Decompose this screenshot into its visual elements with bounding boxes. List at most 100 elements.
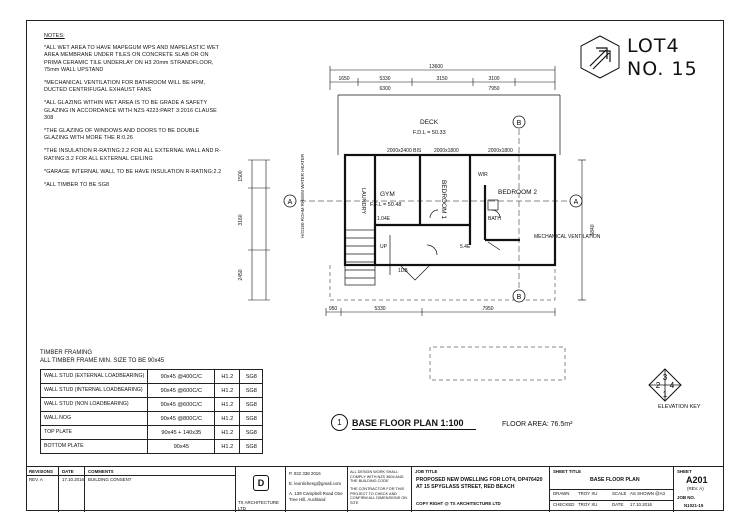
scale-value: AS SHOWN @A3 xyxy=(630,491,665,496)
disclaimer-text: THE CONTRACTOR FOR THIS PROJECT TO CHECK… xyxy=(350,487,408,505)
company-name: TX ARCHITECTURE LTD xyxy=(238,500,279,511)
disclaimer-text: ALL DESIGN WORK SHALL COMPLY WITH NZS 36… xyxy=(350,470,404,484)
ekey-number: 3 xyxy=(663,373,668,382)
dimension-label: 1500 xyxy=(238,170,244,181)
table-cell: H1.2 xyxy=(214,425,241,440)
table-cell: WALL STUD (NON LOADBEARING) xyxy=(39,397,149,412)
table-cell: 90x45 @600C/C xyxy=(147,397,216,412)
table-cell: 90x45 + 140x35 xyxy=(147,425,216,440)
grid-marker-b-top xyxy=(512,115,526,129)
table-cell: 90x45 @600C/C xyxy=(147,383,216,398)
dimension-label: 3100 xyxy=(488,76,499,82)
contact-email: E. leonlicheng@gmail.com xyxy=(289,481,342,486)
dimension-label: 5330 xyxy=(374,306,385,312)
rev-cell: REV. A xyxy=(29,477,43,482)
gym-label: GYM xyxy=(380,191,395,198)
copyright-text: COPY RIGHT @ TX ARCHITECTURE LTD xyxy=(416,501,501,506)
table-cell: BOTTOM PLATE xyxy=(39,439,149,454)
bedroom-2-label: BEDROOM 2 xyxy=(498,189,537,196)
notes-block: NOTES: *ALL WET AREA TO HAVE MAPEGUM WPS… xyxy=(44,33,224,195)
grid-marker-label: A xyxy=(288,199,293,206)
job-title-label: JOB TITLE xyxy=(415,469,438,474)
table-cell: H1.2 xyxy=(214,439,241,454)
sheet-number-cell: SHEET A201 (REV. A) JOB NO. N1021-15 xyxy=(674,467,724,512)
window-label: 2000x1800 xyxy=(434,148,459,154)
table-cell: SG8 xyxy=(239,425,264,440)
grid-marker-label: A xyxy=(574,199,579,206)
sheet-title: BASE FLOOR PLAN xyxy=(590,477,640,483)
grid-marker-label: B xyxy=(517,294,522,301)
note-item: *ALL TIMBER TO BE SG8 xyxy=(44,182,110,189)
job-number: N1021-15 xyxy=(684,503,704,508)
deck-level-label: F.D.L = 50.33 xyxy=(413,130,446,136)
street-number: NO. 15 xyxy=(627,58,698,80)
checked-value: TROY XU xyxy=(578,502,598,507)
plan-title-underline xyxy=(352,429,476,430)
contact-address: A. 139 Campbell Road One Tree Hill, Auck… xyxy=(289,491,343,502)
ekey-number: 1 xyxy=(663,390,668,399)
plan-title: BASE FLOOR PLAN 1:100 xyxy=(352,418,464,428)
note-item: *THE INSULATION R-RATING:2.2 FOR ALL EXT… xyxy=(44,148,221,162)
grid-marker-a-right xyxy=(569,194,583,208)
drawing-border xyxy=(26,20,724,511)
timber-framing-title: TIMBER FRAMING ALL TIMBER FRAME MIN. SIZ… xyxy=(40,349,164,365)
sheet-title-label: SHEET TITLE xyxy=(553,469,582,474)
dimension-label: 3160 xyxy=(238,214,244,225)
drawn-value: TROY XU xyxy=(578,491,598,496)
note-item: *ALL GLAZING WITHIN WET AREA IS TO BE GR… xyxy=(44,100,217,121)
timber-framing-heading: TIMBER FRAMING xyxy=(40,350,92,356)
window-label: 2000x1800 xyxy=(488,148,513,154)
table-cell: SG8 xyxy=(239,397,264,412)
dimension-label: 5840 xyxy=(590,224,596,235)
lot-number: LOT4 xyxy=(627,35,680,57)
dimension-label: 950 xyxy=(329,306,338,312)
table-cell: WALL STUD (EXTERNAL LOADBEARING) xyxy=(39,369,149,384)
misc-label: 1DB xyxy=(398,268,408,274)
checked-label: CHECKED xyxy=(553,502,575,507)
dimension-label: 6300 xyxy=(379,86,390,92)
dimension-label: 13600 xyxy=(429,64,443,70)
stair-up-label: UP xyxy=(380,244,388,250)
table-row: WALL STUD (INTERNAL LOADBEARING)90x45 @6… xyxy=(39,383,264,398)
misc-label: 5.4E xyxy=(460,244,471,250)
sheet-label: SHEET xyxy=(677,469,692,474)
table-cell: 90x45 @800C/C xyxy=(147,411,216,426)
table-row: WALL STUD (NON LOADBEARING)90x45 @600C/C… xyxy=(39,397,264,412)
table-cell: SG8 xyxy=(239,439,264,454)
note-item: *MECHANICAL VENTILATION FOR BATHROOM WIL… xyxy=(44,80,206,94)
foundation-outline xyxy=(329,265,556,301)
window-label: 2000x2400 BIS xyxy=(387,148,422,154)
grid-marker-b-bottom xyxy=(512,289,526,303)
rev-cell: 17.10.2016 xyxy=(62,477,84,482)
table-cell: TOP PLATE xyxy=(39,425,149,440)
table-cell: SG8 xyxy=(239,411,264,426)
table-cell: H1.2 xyxy=(214,411,241,426)
north-arrow-icon xyxy=(580,35,620,79)
mech-ventilation-label: MECHANICAL VENTILATION xyxy=(534,234,601,240)
misc-label: 1.04E xyxy=(377,216,391,222)
rev-header: REVISIONS xyxy=(29,469,53,474)
table-cell: WALL NOG xyxy=(39,411,149,426)
dimension-label: 3150 xyxy=(436,76,447,82)
rev-header: COMMENTS xyxy=(88,469,114,474)
table-row: WALL STUD (EXTERNAL LOADBEARING)90x45 @4… xyxy=(39,369,264,384)
dimension-label: 7950 xyxy=(488,86,499,92)
ekey-number: 4 xyxy=(670,381,675,390)
rev-cell: BUILDING CONSENT xyxy=(88,477,132,482)
notes-heading: NOTES: xyxy=(44,33,65,39)
dimension-label: 2450 xyxy=(238,269,244,280)
job-number-label: JOB NO. xyxy=(677,495,696,500)
contact-phone: P. 022 338 2016 xyxy=(289,471,321,476)
date-label: DATE xyxy=(612,502,624,507)
table-cell: 90x45 @400C/C xyxy=(147,369,216,384)
ekey-number: 2 xyxy=(656,381,661,390)
timber-framing-table: WALL STUD (EXTERNAL LOADBEARING)90x45 @4… xyxy=(39,369,264,454)
note-item: *ALL WET AREA TO HAVE MAPEGUM WPS AND MA… xyxy=(44,45,219,73)
sheet-revision: (REV. A) xyxy=(687,486,704,491)
bedroom-1-label: BEDROOM 1 xyxy=(440,180,447,219)
dimension-label: 5330 xyxy=(379,76,390,82)
note-item: *THE GLAZING OF WINDOWS AND DOORS TO BE … xyxy=(44,128,200,142)
laundry-label: LAUNDRY xyxy=(360,188,366,215)
